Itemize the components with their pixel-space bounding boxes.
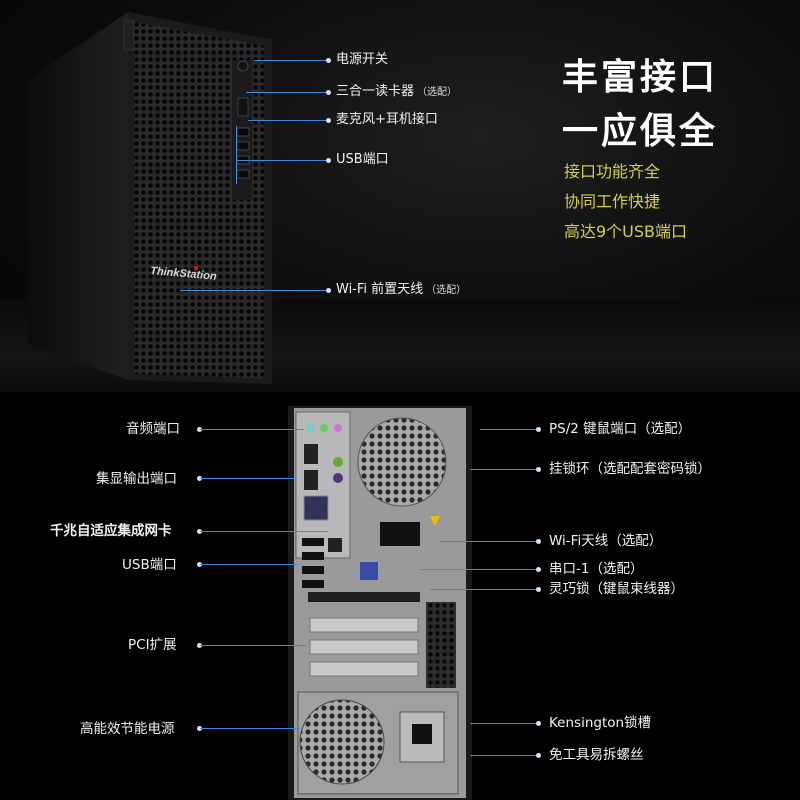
feature-3: 高达9个USB端口 — [564, 222, 688, 241]
rear-label-ps2: PS/2 键鼠端口（选配） — [549, 421, 692, 437]
front-label-audio: 麦克风+耳机接口 — [336, 112, 438, 127]
rear-label-wifi: Wi-Fi天线（选配） — [549, 533, 663, 549]
front-label-wifi: Wi-Fi 前置天线（选配） — [336, 282, 467, 297]
feature-1: 接口功能齐全 — [564, 162, 661, 181]
headline-line1: 丰富接口 — [562, 57, 719, 98]
rear-label-smartlock: 灵巧锁（键鼠束线器） — [549, 581, 684, 597]
brand-logo: ThinkStation — [150, 265, 218, 283]
front-view-panel: ThinkStation 电源开关 三合一读卡器（选配） 麦克风+耳机接口 US… — [0, 0, 800, 392]
tower-rear-image — [288, 406, 472, 800]
rear-label-usb: USB端口 — [122, 557, 177, 573]
front-label-power: 电源开关 — [336, 52, 389, 67]
headline-line2: 一应俱全 — [562, 111, 719, 152]
rear-label-nic: 千兆自适应集成网卡 — [50, 523, 172, 539]
rear-label-audio: 音频端口 — [126, 421, 180, 437]
feature-2: 协同工作快捷 — [564, 192, 661, 211]
tower-front-image: ThinkStation — [28, 12, 272, 384]
front-label-usb: USB端口 — [336, 152, 389, 167]
rear-label-pci: PCI扩展 — [128, 637, 177, 653]
rear-label-video: 集显输出端口 — [96, 471, 177, 487]
rear-label-psu: 高能效节能电源 — [80, 721, 175, 737]
front-label-card-reader: 三合一读卡器（选配） — [336, 84, 458, 99]
rear-label-kensington: Kensington锁槽 — [549, 715, 652, 731]
rear-label-padlock: 挂锁环（选配配套密码锁） — [549, 461, 711, 477]
rear-view-panel: 音频端口 集显输出端口 千兆自适应集成网卡 USB端口 PCI扩展 高能效节能电… — [0, 392, 800, 800]
rear-label-screws: 免工具易拆螺丝 — [549, 747, 644, 763]
rear-label-serial: 串口-1（选配） — [549, 561, 644, 577]
